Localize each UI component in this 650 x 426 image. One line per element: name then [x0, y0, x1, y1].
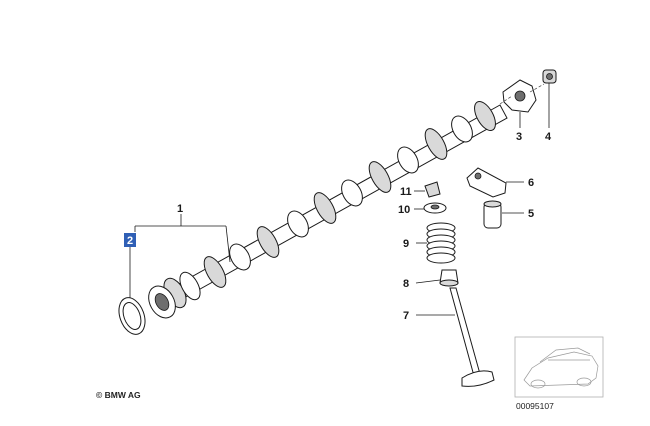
valve [449, 287, 495, 387]
bolt [542, 69, 557, 84]
callout-11: 11 [400, 186, 412, 198]
callout-5: 5 [528, 208, 534, 220]
hydraulic-compensator [483, 200, 502, 229]
callout-3: 3 [516, 131, 522, 143]
callout-10: 10 [398, 204, 410, 216]
diagram-number: 00095107 [516, 401, 554, 411]
valve-stem-seal [439, 269, 459, 287]
callout-2: 2 [127, 235, 133, 247]
camshaft-lobes [163, 100, 496, 309]
leader-lines [129, 83, 550, 316]
callout-1: 1 [177, 203, 183, 215]
rocker-arm [466, 167, 507, 198]
callout-9: 9 [403, 238, 409, 250]
callout-7: 7 [403, 310, 409, 322]
callout-4: 4 [545, 131, 552, 143]
callout-6: 6 [528, 177, 534, 189]
valve-keepers [424, 181, 441, 198]
copyright-text: © BMW AG [96, 390, 141, 400]
spring-retainer [423, 202, 447, 214]
valve-spring [426, 222, 456, 264]
camshaft [148, 100, 508, 319]
callout-labels: 1 2 3 4 5 6 7 8 9 10 11 [124, 131, 552, 322]
camshaft-adapter [502, 79, 537, 113]
callout-2-highlight [124, 233, 136, 247]
sealing-ring [118, 297, 146, 335]
vehicle-thumbnail [514, 336, 604, 398]
callout-8: 8 [403, 278, 409, 290]
